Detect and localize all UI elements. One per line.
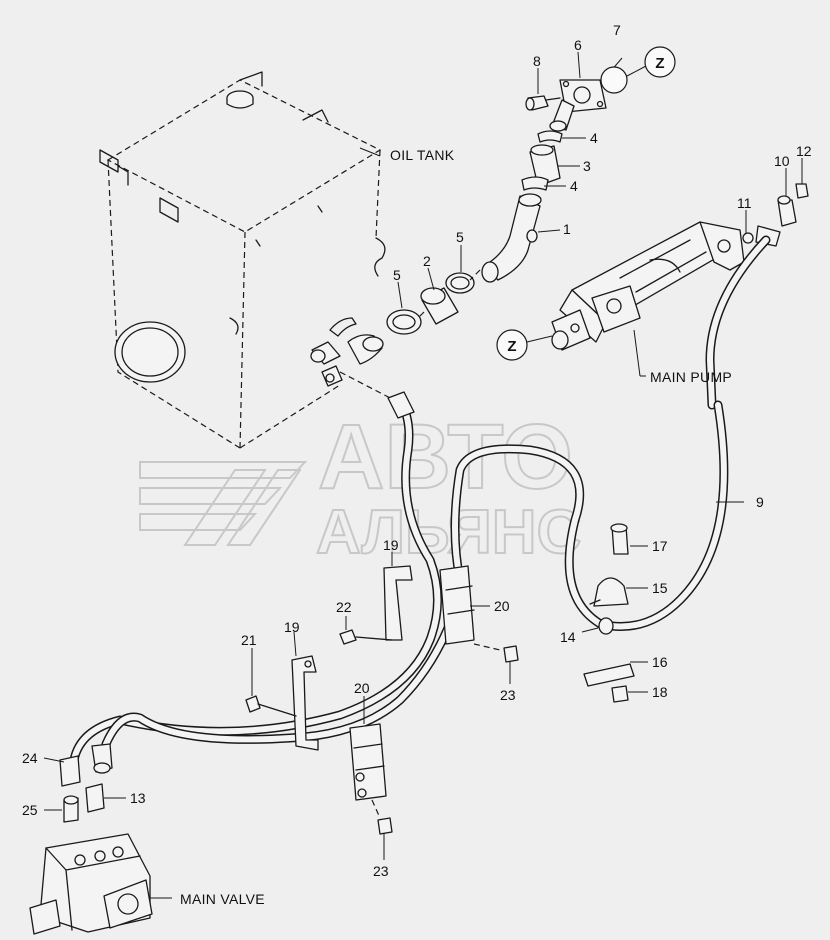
leader-lines <box>43 51 803 899</box>
callout-6: 6 <box>574 37 582 53</box>
callout-14: 14 <box>560 629 576 645</box>
callout-21: 21 <box>241 632 257 648</box>
main-valve <box>29 783 153 935</box>
hose-clamp-14-icon <box>598 617 614 635</box>
elbow-fitting-13-icon <box>85 783 105 813</box>
callout-16: 16 <box>652 654 668 670</box>
tank-inspection-cover-icon <box>114 321 186 383</box>
main-pump-label: MAIN PUMP <box>650 369 732 385</box>
pump-o-ring-icon <box>742 232 754 244</box>
callout-4-upper: 4 <box>590 130 598 146</box>
watermark-line1: АВТО <box>318 406 573 508</box>
view-marker-top: Z <box>600 46 676 94</box>
callout-3: 3 <box>583 158 591 174</box>
callout-11: 11 <box>737 195 752 211</box>
bolt-21-icon <box>245 695 261 713</box>
callout-numbers: 7 6 8 4 3 4 1 5 2 5 10 12 11 9 17 15 14 … <box>22 22 812 879</box>
main-valve-label: MAIN VALVE <box>180 891 265 907</box>
z-label-pump: Z <box>507 338 516 355</box>
callout-7: 7 <box>613 22 621 38</box>
callout-19-lower: 19 <box>284 619 300 635</box>
oil-tank <box>99 71 399 449</box>
oil-tank-label: OIL TANK <box>390 147 455 163</box>
callout-12: 12 <box>796 143 812 159</box>
suction-line-parts <box>386 79 607 335</box>
hose-clamp-lower-icon <box>521 176 549 191</box>
suction-elbow-pipe-icon <box>483 195 541 281</box>
watermark-line2: АЛЬЯНС <box>316 498 581 567</box>
callout-2: 2 <box>423 253 431 269</box>
nut-upper-icon <box>503 645 519 663</box>
view-circle-icon <box>600 66 628 94</box>
watermark-logo-icon <box>139 461 308 546</box>
bracket-upper-icon <box>383 565 413 641</box>
callout-23-upper: 23 <box>500 687 516 703</box>
callout-13: 13 <box>130 790 146 806</box>
callout-9: 9 <box>756 494 764 510</box>
hose-clamp-upper-icon <box>537 130 563 143</box>
plug-icon <box>795 183 809 199</box>
callout-4-lower: 4 <box>570 178 578 194</box>
watermark: АВТО АЛЬЯНС <box>139 405 582 568</box>
callout-17: 17 <box>652 538 668 554</box>
hose-clamp-icon <box>445 272 475 294</box>
callout-15: 15 <box>652 580 668 596</box>
bracket-lower-icon <box>291 655 319 751</box>
view-marker-pump: Z <box>496 329 553 361</box>
callout-18: 18 <box>652 684 668 700</box>
callout-19-upper: 19 <box>383 537 399 553</box>
clip-15-icon <box>593 577 629 607</box>
callout-10: 10 <box>774 153 790 169</box>
hose-clamp-block-upper-icon <box>439 565 475 645</box>
callout-5-left: 5 <box>393 267 401 283</box>
hose-clamp-tank-icon <box>386 309 422 335</box>
callout-8: 8 <box>533 53 541 69</box>
nut-lower-icon <box>377 817 393 835</box>
callout-23-lower: 23 <box>373 863 389 879</box>
main-pump <box>551 183 809 351</box>
callout-22: 22 <box>336 599 352 615</box>
bolt-22-icon <box>339 629 357 645</box>
callout-24: 24 <box>22 750 38 766</box>
hose-clamp-block-lower-icon <box>349 723 387 801</box>
callout-1: 1 <box>563 221 571 237</box>
callout-20-lower: 20 <box>354 680 370 696</box>
z-label-top: Z <box>655 55 664 72</box>
clamp-hardware <box>245 523 635 835</box>
hydraulic-hoses <box>59 235 771 787</box>
callout-20-upper: 20 <box>494 598 510 614</box>
callout-25: 25 <box>22 802 38 818</box>
nut-18-icon <box>611 685 629 703</box>
callout-5-right: 5 <box>456 229 464 245</box>
plate-16-icon <box>583 663 635 687</box>
